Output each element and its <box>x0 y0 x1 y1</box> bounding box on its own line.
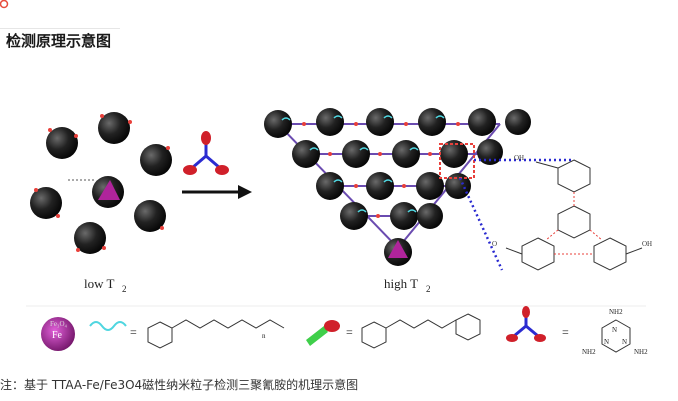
amine-label: NH2 <box>609 308 623 316</box>
group-label: O <box>492 240 497 248</box>
low-t2-label: low T <box>84 276 115 291</box>
corner-badge-icon <box>0 0 9 9</box>
melamine-structure-icon <box>601 319 631 353</box>
melamine-legend-icon <box>506 306 546 342</box>
group-label: OH <box>642 240 652 248</box>
ligand-chain-icon <box>89 321 127 331</box>
mechanism-figure: OH O OH low T 2 high T 2 Fe₃O₄ Fe = n = <box>6 88 660 368</box>
equals-sign: = <box>130 325 137 339</box>
legend-shell-label: Fe₃O₄ <box>50 320 67 328</box>
melamine-core-icon <box>98 180 120 200</box>
catechol-peg-structure-icon <box>147 319 285 349</box>
mechanism-diagram: OH O OH low T 2 high T 2 Fe₃O₄ Fe = n = <box>26 108 652 356</box>
melamine-molecule-icon <box>183 131 229 175</box>
hydrogen-bond-structure <box>505 159 643 271</box>
nanoparticle-icon <box>140 144 172 176</box>
amine-label: NH2 <box>582 348 596 356</box>
top-divider <box>0 28 120 29</box>
nanoparticle-icon <box>134 200 166 232</box>
equals-sign: = <box>346 325 353 339</box>
aggregated-nanoparticle-network <box>264 108 531 266</box>
high-t2-label: high T <box>384 276 418 291</box>
fe-core-icon <box>41 317 75 351</box>
zoom-leader-line <box>458 177 504 271</box>
high-t2-subscript: 2 <box>426 284 431 294</box>
low-t2-subscript: 2 <box>122 284 127 294</box>
nanoparticle-icon <box>98 112 130 144</box>
page-title: 检测原理示意图 <box>6 32 112 50</box>
group-label: OH <box>514 154 524 162</box>
reaction-arrow-icon <box>182 185 252 199</box>
ring-n-label: N <box>612 326 617 334</box>
amine-label: NH2 <box>634 348 648 356</box>
legend-row: Fe₃O₄ Fe = n = = <box>41 306 648 356</box>
nanoparticle-icon <box>30 187 62 219</box>
figure-caption: 注：基于 TTAA-Fe/Fe3O4磁性纳米粒子检测三聚氰胺的机理示意图 <box>0 378 359 392</box>
ttaa-ligand-icon <box>306 320 340 346</box>
nanoparticle-icon <box>74 222 106 254</box>
nanoparticle-icon <box>46 127 78 159</box>
repeat-unit-n: n <box>262 332 266 340</box>
legend-core-label: Fe <box>52 330 63 341</box>
ring-n-label: N <box>622 338 627 346</box>
equals-sign: = <box>562 325 569 339</box>
ttaa-structure-icon <box>361 313 481 349</box>
ring-n-label: N <box>604 338 609 346</box>
dispersed-nanoparticles <box>30 112 172 254</box>
